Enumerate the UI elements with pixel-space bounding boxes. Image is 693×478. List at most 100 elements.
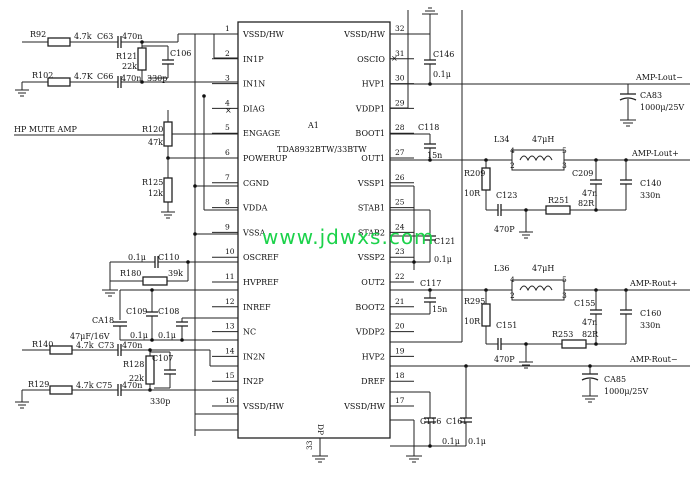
left-pin-group: 1VSSD/HW2IN1P3IN1N4DIAG5ENGAGE6POWERUP7C…	[212, 24, 288, 411]
ic-name: A1	[307, 121, 319, 130]
ic-pin-number: 11	[225, 272, 235, 281]
ic-pin-name: OSCIO	[357, 55, 385, 64]
r125-value: 12k	[148, 189, 163, 198]
ground-symbol	[519, 231, 533, 239]
amp-rout-minus-label: AMP-Rout−	[629, 355, 678, 364]
ground-symbol	[15, 390, 29, 409]
c146-label: C146	[433, 50, 454, 59]
r295-label: R295	[464, 297, 485, 306]
l34-coil	[519, 155, 553, 162]
r140-label: R140	[32, 340, 53, 349]
c118-value: 15n	[427, 151, 442, 160]
r253-label: R253	[552, 330, 573, 339]
ic-pin-name: VSSD/HW	[242, 30, 285, 39]
c209-value: 47n	[582, 189, 597, 198]
r128-label: R128	[123, 360, 144, 369]
amp-rout-plus-label: AMP-Rout+	[629, 279, 678, 288]
c107-label: C107	[152, 354, 173, 363]
c160-value: 330n	[640, 321, 660, 330]
ic-pin-number: 24	[395, 222, 405, 231]
ic-pin-name: OUT1	[361, 154, 385, 163]
ic-pin-number: 5	[225, 123, 230, 132]
ic-pin-name: OSCREF	[243, 253, 279, 262]
c106-label: C106	[170, 49, 191, 58]
c118-label: C118	[418, 123, 439, 132]
r129-value: 4.7k	[76, 381, 94, 390]
ic-pin-name: DREF	[361, 377, 385, 386]
r180-value: 39k	[168, 269, 183, 278]
r295-resistor	[481, 303, 491, 327]
r129-label: R129	[28, 380, 49, 389]
ic-pin-name: HVPREF	[243, 278, 279, 287]
ic-pin-number: 28	[395, 123, 405, 132]
ground-symbol	[422, 7, 438, 15]
c63-value: 470n	[122, 32, 142, 41]
ic-pin-number: 9	[225, 222, 230, 231]
r125-label: R125	[142, 178, 163, 187]
r253-resistor	[561, 339, 587, 349]
ic-dp-label: DP	[316, 424, 325, 435]
r120-label: R120	[142, 125, 163, 134]
r209-label: R209	[464, 169, 485, 178]
ic-pin-number: 27	[395, 148, 405, 157]
c160-label: C160	[640, 309, 661, 318]
ic-pin-name: DIAG	[243, 104, 265, 113]
diag-nc-mark: ×	[225, 106, 232, 115]
c116-value: 0.1μ	[442, 437, 460, 446]
ic-pin-name: IN1P	[243, 55, 264, 64]
ground-symbol	[102, 289, 118, 297]
ic-pin-number: 2	[225, 49, 230, 58]
l34-label: L34	[494, 135, 510, 144]
ic-pin-name: IN2P	[243, 377, 264, 386]
r92-value: 4.7k	[74, 32, 92, 41]
r102-value: 4.7K	[74, 72, 94, 81]
r121-resistor	[137, 47, 147, 71]
ground-symbol	[582, 395, 598, 403]
l34-value: 47μH	[532, 135, 554, 144]
ground-symbol	[15, 82, 29, 97]
l36-coil	[519, 285, 553, 292]
ic-pin-name: HVP2	[362, 352, 385, 361]
ic-pin-name: VSSD/HW	[242, 402, 285, 411]
ic-pin-name: POWERUP	[243, 154, 288, 163]
c110-value: 0.1μ	[128, 253, 146, 262]
ic-pin-number: 8	[225, 198, 230, 207]
c108-label: C108	[158, 307, 179, 316]
l36-label: L36	[494, 264, 510, 273]
c75-value: 470n	[122, 381, 142, 390]
ic-pin-name: VSSP2	[357, 253, 385, 262]
c155-label: C155	[574, 299, 595, 308]
r102-resistor	[47, 77, 71, 87]
r120-resistor	[163, 121, 173, 147]
c146-value: 0.1μ	[433, 70, 451, 79]
ic-pin-number: 29	[395, 98, 405, 107]
c117-label: C117	[420, 279, 441, 288]
ic-part: TDA8932BTW/33BTW	[277, 145, 367, 154]
r120-value: 47k	[148, 138, 163, 147]
ic-pin-name: BOOT2	[355, 303, 385, 312]
l36-inductor-box	[511, 279, 565, 301]
ic-pin-name: VSSA	[242, 228, 266, 237]
c66-label: C66	[97, 72, 113, 81]
ic-pin-number: 31	[395, 49, 405, 58]
c151-value: 470P	[494, 355, 515, 364]
ic-body	[237, 21, 391, 439]
ground-symbol	[620, 119, 636, 127]
c123-value: 470P	[494, 225, 515, 234]
